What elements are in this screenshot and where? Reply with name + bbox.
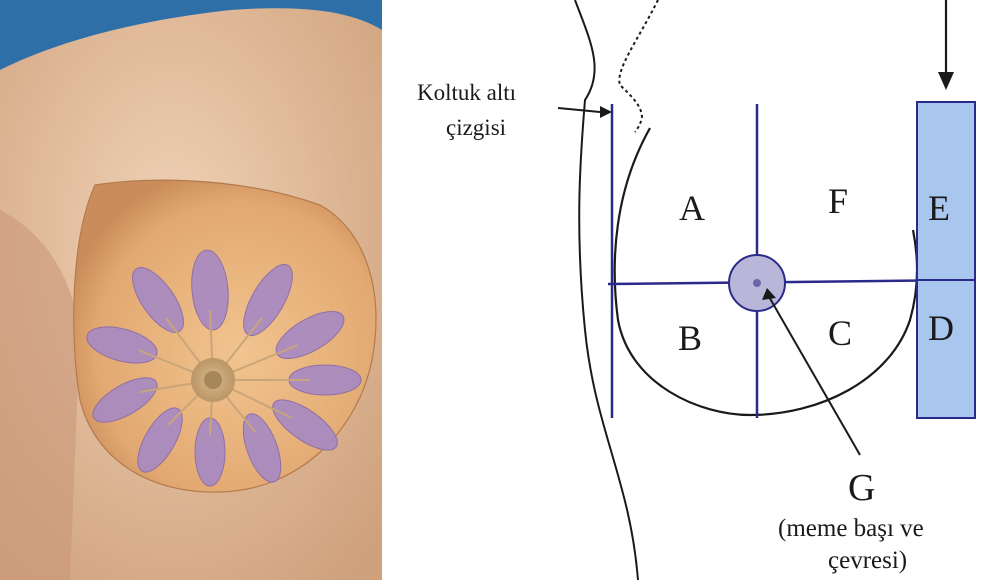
axilla-label-line1: Koltuk altı (417, 80, 516, 105)
quadrant-label-g: G (848, 467, 875, 509)
quadrant-label-a: A (679, 188, 705, 228)
axilla-label-line2: çizgisi (446, 115, 506, 140)
nipple (204, 371, 222, 389)
quadrant-label-c: C (828, 313, 852, 353)
arrow-down-icon (938, 72, 954, 90)
axilla-dotted-contour (619, 0, 658, 132)
body-contour-line (575, 0, 638, 580)
axillary-tail-box (917, 102, 975, 418)
breast-anatomy-illustration (0, 0, 382, 580)
nipple-center (753, 279, 761, 287)
quadrant-label-d: D (928, 308, 954, 348)
breast-quadrant-diagram: Koltuk altı çizgisi A F E B C D G (meme … (390, 0, 991, 580)
quadrant-label-e: E (928, 188, 950, 228)
g-caption-line1: (meme başı ve (778, 515, 924, 542)
quadrant-label-f: F (828, 181, 848, 221)
g-caption-line2: çevresi) (828, 547, 907, 574)
quadrant-label-b: B (678, 318, 702, 358)
axilla-pointer-line (558, 108, 600, 112)
axilla-pointer-arrow (600, 106, 612, 118)
